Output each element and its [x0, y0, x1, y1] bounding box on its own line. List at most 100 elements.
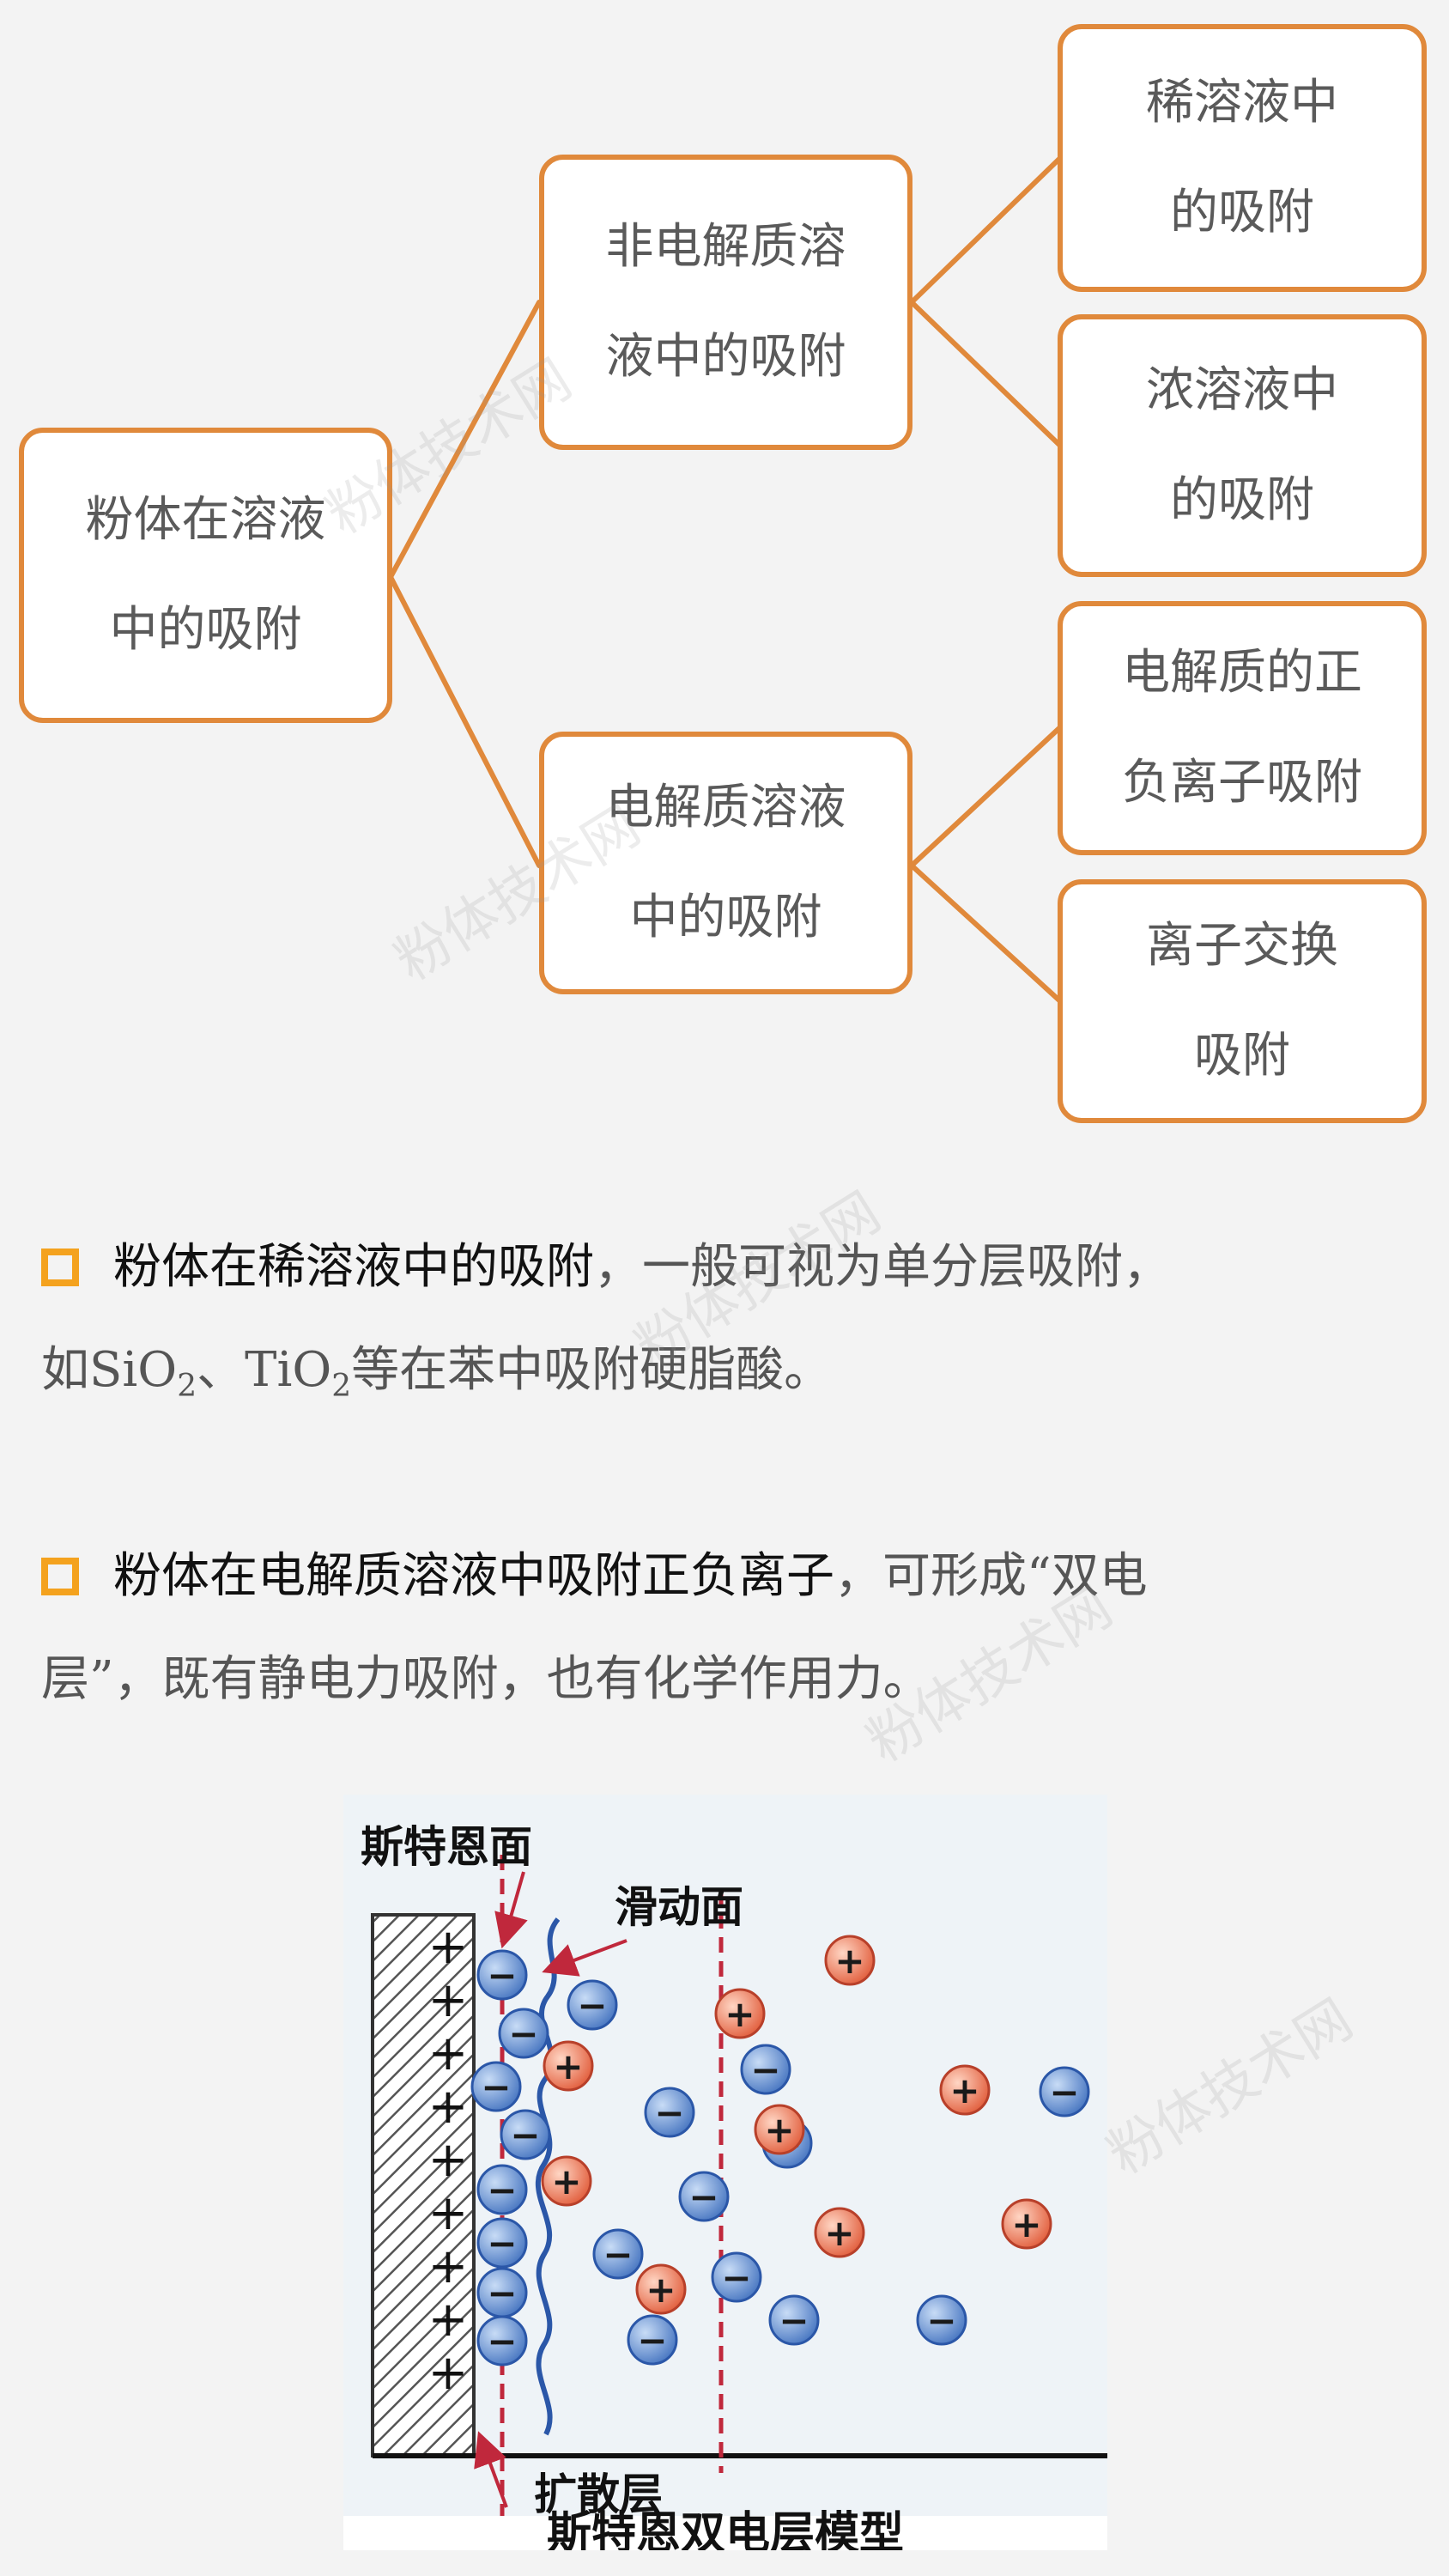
anion-sign: −	[487, 2222, 517, 2264]
node-dilute-line1: 稀溶液中	[1146, 75, 1338, 131]
cation-sign: +	[1011, 2203, 1041, 2245]
node-dilute: 稀溶液中的吸附	[1058, 24, 1427, 292]
anion-circle	[768, 2294, 820, 2346]
wavy-boundary	[535, 1917, 561, 2436]
node-root-line2: 中的吸附	[109, 602, 302, 658]
anion-sign: −	[487, 2320, 517, 2362]
anion-circle	[627, 2314, 678, 2366]
slip-arrow	[542, 1939, 627, 1977]
node-concentrated-line1: 浓溶液中	[1146, 362, 1338, 418]
surface-plus-sign: +	[428, 1919, 469, 1975]
cation-circle	[814, 2207, 865, 2258]
anion-circle	[567, 1979, 618, 2031]
anion-sign: −	[1049, 2071, 1079, 2113]
anion-sign: −	[487, 1954, 517, 1996]
node-nonelectrolyte: 非电解质溶液中的吸附	[539, 155, 912, 450]
node-ion-exchange-line1: 离子交换	[1146, 918, 1338, 974]
cation-circle	[1001, 2198, 1052, 2250]
square-bullet-icon	[41, 1558, 79, 1595]
paragraph-electrolyte-highlight: 粉体在电解质溶液中吸附正负离子	[113, 1548, 834, 1604]
anion-circle	[644, 2087, 695, 2138]
anion-circle	[476, 2315, 528, 2366]
cation-circle	[939, 2064, 991, 2116]
subscript-2: 2	[331, 1369, 352, 1405]
stern-model-svg: +++++++++ −−−−−−−−−−−−−−−−−−−+++++++++ 斯…	[343, 1821, 1107, 2550]
cation-sign: +	[824, 2212, 854, 2254]
node-ion-exchange-line2: 吸附	[1194, 1028, 1290, 1084]
anion-circle	[916, 2294, 967, 2346]
node-ion-adsorption-line1: 电解质的正	[1122, 645, 1362, 701]
stern-model-figure: +++++++++ −−−−−−−−−−−−−−−−−−−+++++++++ 斯…	[343, 1795, 1107, 2550]
surface-plus-sign: +	[428, 2345, 469, 2401]
anion-circle	[711, 2251, 762, 2303]
anion-circle	[476, 1949, 528, 2001]
paragraph-electrolyte-text1: ，可形成“双电	[834, 1548, 1148, 1604]
anion-circle	[592, 2228, 644, 2280]
stern-arrow	[494, 1871, 528, 1949]
anion-sign: −	[577, 1984, 607, 2026]
paragraph-dilute-text2b: 、TiO	[197, 1342, 332, 1398]
anion-circle	[1039, 2066, 1090, 2117]
anion-circle	[500, 2109, 551, 2160]
node-nonelectrolyte-line2: 液中的吸附	[605, 329, 846, 385]
paragraph-dilute-text2a: 如SiO	[41, 1342, 178, 1398]
paragraph-dilute-highlight: 粉体在稀溶液中的吸附	[113, 1239, 594, 1295]
cation-sign: +	[764, 2109, 794, 2151]
surface-plus-sign: +	[428, 2185, 469, 2241]
anion-sign: −	[603, 2233, 633, 2275]
anion-sign: −	[637, 2319, 667, 2361]
cation-sign: +	[724, 1993, 755, 2035]
node-ion-exchange: 离子交换吸附	[1058, 879, 1427, 1123]
anion-sign: −	[481, 2066, 511, 2108]
paragraph-dilute-text2c: 等在苯中吸附硬脂酸。	[351, 1342, 833, 1398]
anion-sign: −	[487, 2272, 517, 2314]
anion-sign: −	[721, 2257, 751, 2299]
cation-circle	[824, 1935, 876, 1986]
node-ion-adsorption-line2: 负离子吸附	[1122, 755, 1362, 811]
diffuse-arrow	[474, 2431, 508, 2508]
cation-sign: +	[949, 2069, 979, 2111]
node-electrolyte: 电解质溶液中的吸附	[539, 732, 912, 994]
anion-circle	[476, 2164, 528, 2215]
surface-plus-sign: +	[428, 2026, 469, 2081]
anion-sign: −	[779, 2300, 809, 2342]
node-root: 粉体在溶液中的吸附	[19, 428, 392, 723]
node-ion-adsorption: 电解质的正负离子吸附	[1058, 601, 1427, 855]
figure-caption: 斯特恩双电层模型	[547, 2507, 904, 2550]
label-diffuse-layer: 扩散层	[534, 2469, 663, 2519]
anion-sign: −	[750, 2049, 780, 2091]
surface-plus-sign: +	[428, 2239, 469, 2294]
anion-sign: −	[487, 2169, 517, 2211]
anion-circle	[740, 2044, 791, 2095]
cation-circle	[541, 2155, 592, 2207]
ions: −−−−−−−−−−−−−−−−−−−+++++++++	[470, 1935, 1090, 2366]
cation-sign: +	[834, 1940, 864, 1982]
anion-sign: −	[926, 2300, 956, 2342]
label-slip-plane: 滑动面	[615, 1881, 743, 1932]
paragraph-electrolyte-text2: 层”，既有静电力吸附，也有化学作用力。	[41, 1651, 931, 1707]
anion-sign: −	[654, 2092, 684, 2134]
anion-circle	[476, 2217, 528, 2269]
cation-circle	[714, 1988, 766, 2039]
paragraph-dilute: 粉体在稀溶液中的吸附，一般可视为单分层吸附， 如SiO2、TiO2等在苯中吸附硬…	[41, 1216, 1415, 1438]
watermark: 粉体技术网	[1096, 1987, 1364, 2188]
paragraph-electrolyte: 粉体在电解质溶液中吸附正负离子，可形成“双电 层”，既有静电力吸附，也有化学作用…	[41, 1525, 1415, 1731]
cation-circle	[754, 2104, 805, 2155]
node-root-line1: 粉体在溶液	[85, 492, 326, 548]
anion-circle	[498, 2008, 549, 2059]
node-nonelectrolyte-line1: 非电解质溶	[605, 219, 846, 275]
anion-sign: −	[508, 2013, 538, 2055]
cation-circle	[635, 2263, 687, 2315]
surface-plus-sign: +	[428, 2132, 469, 2188]
square-bullet-icon	[41, 1249, 79, 1286]
anion-circle	[678, 2171, 730, 2222]
surface-plus-sign: +	[428, 2292, 469, 2348]
surface-charges: +++++++++	[428, 1919, 469, 2401]
surface-plus-sign: +	[428, 2079, 469, 2135]
paragraph-dilute-text1: ，一般可视为单分层吸附，	[594, 1239, 1171, 1295]
cation-sign: +	[551, 2160, 581, 2202]
cation-sign: +	[553, 2045, 583, 2087]
node-concentrated: 浓溶液中的吸附	[1058, 314, 1427, 577]
anion-circle	[470, 2061, 522, 2112]
label-stern-plane: 斯特恩面	[361, 1821, 532, 1872]
